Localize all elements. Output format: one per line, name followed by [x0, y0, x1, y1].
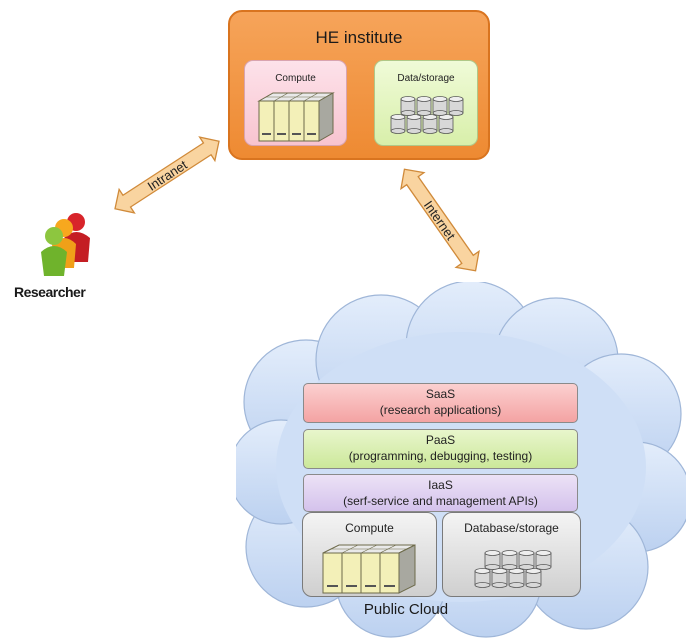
he-institute-box: HE institute Compute Data/storage	[228, 10, 490, 160]
intranet-arrow: Intranet	[114, 136, 220, 214]
server-rack-icon	[322, 544, 416, 594]
paas-name: PaaS	[425, 433, 456, 447]
he-institute-title: HE institute	[315, 28, 403, 47]
iaas-layer: IaaS (serf-service and management APIs)	[303, 474, 578, 512]
saas-layer: SaaS (research applications)	[303, 383, 578, 423]
internet-label: Internet	[421, 198, 459, 243]
cloud-database-box: Database/storage	[442, 512, 581, 597]
iaas-description: (serf-service and management APIs)	[343, 494, 538, 508]
saas-name: SaaS	[425, 387, 456, 401]
intranet-label: Intranet	[145, 157, 190, 194]
people-icon	[41, 213, 90, 276]
iaas-name: IaaS	[428, 478, 453, 492]
institute-compute-box: Compute	[244, 60, 347, 146]
database-icon	[390, 96, 464, 134]
institute-storage-box: Data/storage	[374, 60, 478, 146]
saas-description: (research applications)	[379, 403, 502, 417]
researcher-label: Researcher	[14, 284, 86, 300]
cloud-compute-label: Compute	[345, 521, 394, 535]
public-cloud-label: Public Cloud	[363, 601, 449, 618]
server-rack-icon	[257, 92, 335, 142]
cloud-database-label: Database/storage	[464, 521, 559, 535]
institute-compute-label: Compute	[275, 73, 316, 84]
internet-arrow: Internet	[400, 168, 480, 272]
database-icon	[474, 550, 552, 588]
institute-storage-label: Data/storage	[397, 73, 455, 84]
paas-description: (programming, debugging, testing)	[348, 449, 533, 463]
cloud-compute-box: Compute	[302, 512, 437, 597]
paas-layer: PaaS (programming, debugging, testing)	[303, 429, 578, 469]
